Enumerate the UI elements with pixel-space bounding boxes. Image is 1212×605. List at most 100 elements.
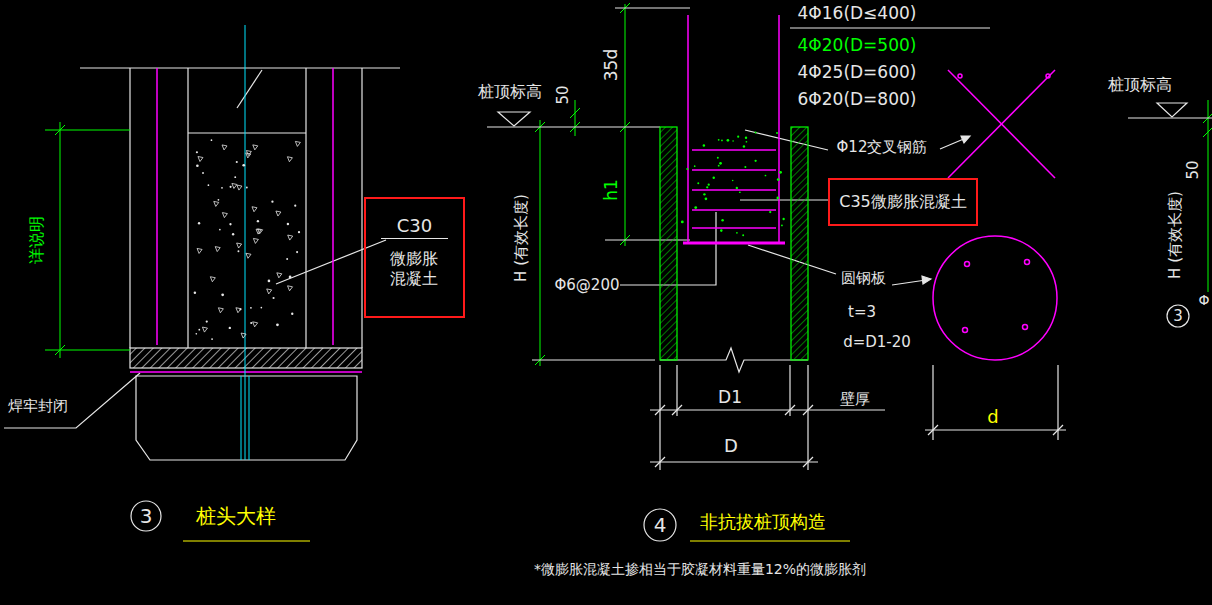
detail-number-circle: 3 [130, 500, 162, 532]
material-note-box: C30微膨胀 混凝土 [364, 197, 465, 318]
concrete-aggregate [246, 153, 251, 158]
concrete-aggregate [736, 232, 738, 234]
concrete-aggregate [755, 132, 757, 134]
centre-line [241, 25, 249, 460]
rebar-line [683, 242, 785, 245]
pile-top-outline [789, 365, 790, 416]
concrete-aggregate [732, 140, 734, 142]
centre-line [241, 376, 242, 460]
dimension-text: D [724, 435, 738, 457]
concrete-aggregate [222, 213, 227, 218]
dimension-line [540, 120, 541, 366]
concrete-aggregate [215, 247, 220, 252]
concrete-aggregate [250, 322, 252, 324]
part-spec: d=D1-20 [843, 333, 911, 351]
concrete-aggregate [776, 132, 778, 134]
pile-top-outline [922, 276, 931, 284]
concrete-aggregate [286, 258, 288, 260]
concrete-aggregate [208, 184, 210, 186]
concrete-aggregate [271, 201, 273, 203]
pile-top-outline [928, 425, 938, 435]
concrete-aggregate [694, 165, 696, 167]
concrete-aggregate [295, 141, 300, 146]
concrete-aggregate [267, 289, 272, 294]
rebar-spec: 6Φ20(D=800) [798, 89, 917, 109]
concrete-aggregate [736, 187, 738, 189]
pile-top-outline [790, 27, 990, 28]
dimension-text: H (有效长度) [1166, 191, 1184, 279]
rebar-line [1023, 325, 1028, 330]
rebar-line [948, 70, 1055, 178]
concrete-aggregate [296, 251, 298, 253]
material-grade: C30 [381, 215, 448, 239]
rebar-line [692, 189, 776, 191]
rebar-line [692, 227, 776, 229]
concrete-aggregate [219, 229, 221, 231]
callout-number: 3 [140, 504, 153, 528]
concrete-aggregate [291, 313, 293, 315]
dimension-text: 50 [554, 85, 572, 104]
concrete-aggregate [765, 175, 767, 177]
pile-head-outline [4, 373, 140, 428]
concrete-aggregate [277, 273, 282, 278]
concrete-aggregate [196, 151, 198, 153]
concrete-aggregate [706, 186, 708, 188]
pile-top-outline [807, 365, 808, 470]
elevation-text: 桩顶标高 [478, 82, 542, 101]
elevation-text: 桩顶标高 [1108, 75, 1172, 94]
concrete-aggregate [218, 199, 220, 201]
callout-number: 3 [1173, 307, 1183, 325]
dimension-line [45, 130, 130, 131]
dimension-line [1203, 128, 1212, 137]
dimension-line [55, 125, 65, 135]
pile-top-outline [740, 199, 828, 200]
part-name: 圆钢板 [841, 269, 886, 287]
concrete-aggregate [250, 307, 252, 309]
concrete-aggregate [703, 193, 705, 195]
concrete-aggregate [719, 162, 722, 165]
pile-top-outline [1157, 103, 1187, 117]
pile-top-outline [650, 461, 818, 462]
concrete-aggregate [197, 248, 202, 253]
concrete-aggregate [721, 219, 723, 221]
dimension-line [570, 108, 580, 118]
pile-top-outline [961, 136, 970, 143]
concrete-aggregate [252, 207, 257, 212]
detail-title: 桩头大样 [196, 504, 276, 528]
concrete-aggregate [221, 187, 223, 189]
concrete-aggregate [298, 231, 300, 233]
dimension-line [55, 345, 65, 355]
dimension-text: d [987, 406, 998, 428]
concrete-aggregate [258, 229, 263, 234]
concrete-aggregate [781, 225, 783, 227]
rebar-line [965, 262, 970, 267]
concrete-aggregate [260, 307, 262, 309]
pile-top-outline [487, 126, 660, 127]
pile-top-outline [745, 130, 828, 150]
rebar-line [692, 169, 776, 171]
detail-number-circle: 4 [643, 508, 677, 542]
dimension-line [1208, 100, 1209, 292]
rebar-line [948, 70, 1055, 178]
concrete-aggregate [206, 320, 208, 322]
concrete-aggregate [288, 286, 293, 291]
pile-top-outline [1128, 117, 1212, 118]
concrete-aggregate [272, 297, 274, 299]
dimension-text: H (有效长度) [512, 194, 530, 282]
concrete-aggregate [257, 220, 259, 222]
dimension-text: D1 [718, 387, 742, 407]
concrete-aggregate [276, 323, 279, 326]
callout-circle [1167, 305, 1189, 327]
concrete-aggregate [198, 329, 200, 331]
concrete-aggregate [214, 201, 219, 206]
concrete-aggregate [717, 157, 719, 159]
concrete-aggregate [221, 293, 224, 296]
concrete-aggregate [211, 338, 213, 340]
concrete-aggregate [246, 187, 248, 189]
concrete-aggregate [236, 161, 238, 163]
pile-top-outline [803, 457, 813, 467]
pile-top-outline [660, 348, 808, 372]
rebar-line [692, 209, 776, 211]
rebar-spec: 4Φ25(D=600) [798, 62, 917, 82]
